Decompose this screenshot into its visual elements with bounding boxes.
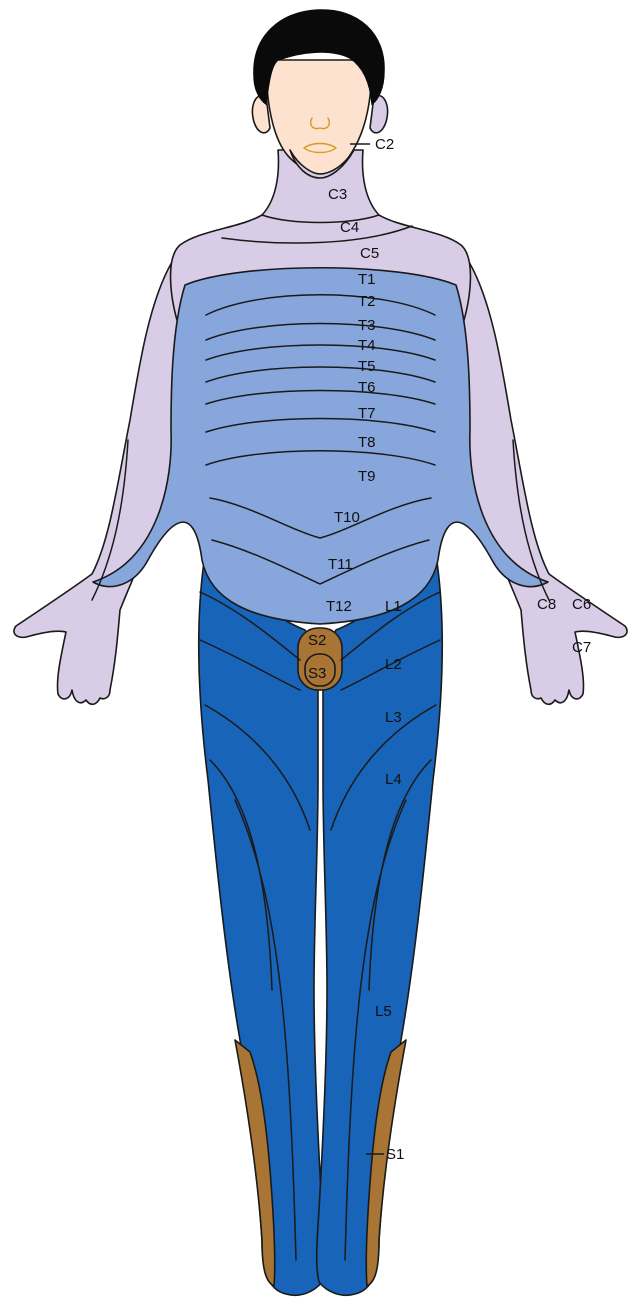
label-t12: T12: [326, 598, 352, 615]
label-s3: S3: [308, 665, 326, 682]
label-t4: T4: [358, 337, 376, 354]
label-c7: C7: [572, 639, 591, 656]
label-l3: L3: [385, 709, 402, 726]
label-c2: C2: [375, 136, 394, 153]
label-c4: C4: [340, 219, 359, 236]
label-t6: T6: [358, 379, 376, 396]
label-c3: C3: [328, 186, 347, 203]
label-t10: T10: [334, 509, 360, 526]
label-t9: T9: [358, 468, 376, 485]
label-l1: L1: [385, 598, 402, 615]
label-l5: L5: [375, 1003, 392, 1020]
label-t1: T1: [358, 271, 376, 288]
label-t8: T8: [358, 434, 376, 451]
label-c5: C5: [360, 245, 379, 262]
label-t3: T3: [358, 317, 376, 334]
label-t2: T2: [358, 293, 376, 310]
label-c8: C8: [537, 596, 556, 613]
label-t5: T5: [358, 358, 376, 375]
label-c6: C6: [572, 596, 591, 613]
label-t11: T11: [328, 556, 353, 573]
label-t7: T7: [358, 405, 376, 422]
label-l2: L2: [385, 656, 402, 673]
label-s1: S1: [386, 1146, 404, 1163]
label-s2: S2: [308, 632, 326, 649]
left-ear: [253, 95, 271, 132]
label-l4: L4: [385, 771, 402, 788]
